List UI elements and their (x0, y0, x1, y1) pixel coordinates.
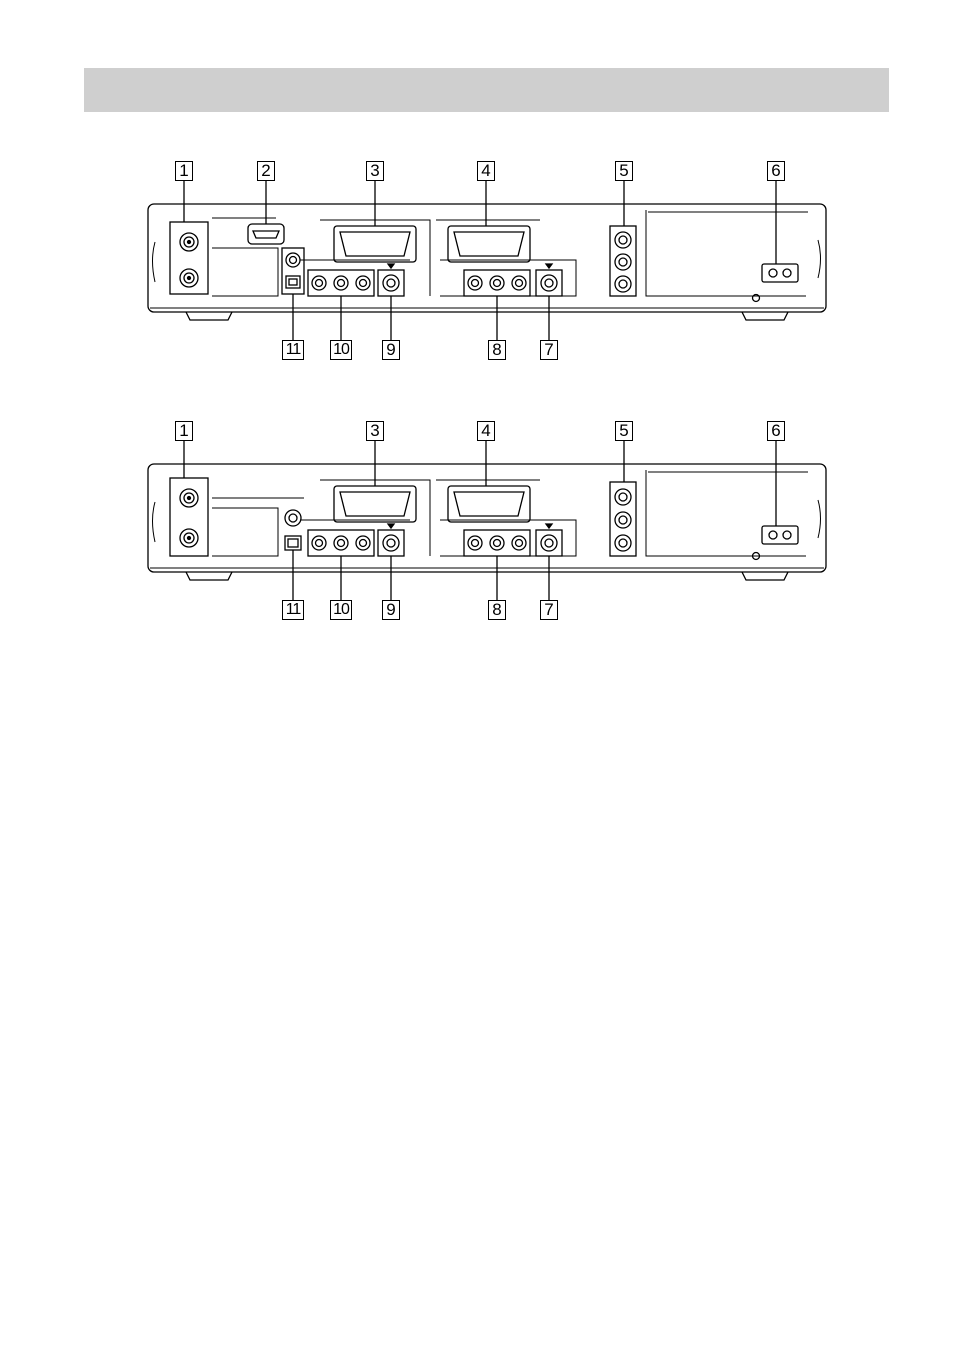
callout-11: 11 (282, 600, 304, 620)
s-video-in-frame (536, 530, 562, 556)
rca-jack-icon (285, 510, 301, 526)
s-video-jack-icon (541, 535, 557, 551)
callout-6: 6 (767, 421, 785, 441)
s-video-jack-icon (541, 275, 557, 291)
callout-9: 9 (382, 600, 400, 620)
rca-jack-icon (312, 276, 326, 290)
rca-jack-icon (615, 276, 631, 292)
callout-4: 4 (477, 421, 495, 441)
rear-panel-diagram-without-hdmi: 1 3 4 5 6 11 10 9 8 7 (0, 420, 954, 620)
s-video-in-frame (536, 270, 562, 296)
left-foot (186, 312, 232, 320)
right-foot (742, 572, 788, 580)
callout-8: 8 (488, 340, 506, 360)
callout-11: 11 (282, 340, 304, 360)
ac-inlet-icon (762, 264, 798, 282)
coax-connector-icon (180, 233, 198, 251)
callout-3: 3 (366, 161, 384, 181)
right-foot (742, 312, 788, 320)
rca-jack-icon (490, 536, 504, 550)
optical-port-icon (285, 536, 301, 550)
scart-connector-icon (334, 226, 416, 262)
antenna-group-frame (170, 478, 208, 556)
callout-5: 5 (615, 421, 633, 441)
line-out-frame (308, 530, 374, 556)
rca-jack-icon (512, 276, 526, 290)
rca-jack-icon (356, 536, 370, 550)
s-video-out-frame (378, 530, 404, 556)
rca-jack-icon (286, 253, 300, 267)
line-in-frame (464, 530, 530, 556)
callout-10: 10 (330, 600, 352, 620)
coax-connector-icon (180, 529, 198, 547)
rca-jack-icon (615, 535, 631, 551)
callout-7: 7 (540, 340, 558, 360)
callout-10: 10 (330, 340, 352, 360)
rca-jack-icon (334, 276, 348, 290)
rca-jack-icon (334, 536, 348, 550)
optical-port-icon (286, 276, 300, 288)
rca-jack-icon (490, 276, 504, 290)
coax-connector-icon (180, 489, 198, 507)
s-video-jack-icon (383, 275, 399, 291)
s-video-jack-icon (383, 535, 399, 551)
rca-jack-icon (615, 512, 631, 528)
line-out-frame (308, 270, 374, 296)
rca-jack-icon (512, 536, 526, 550)
rear-panel-drawing (0, 160, 954, 360)
callout-1: 1 (175, 161, 193, 181)
scart-connector-icon (334, 486, 416, 522)
rear-panel-diagram-with-hdmi: 1 2 3 4 5 6 11 10 9 8 7 (0, 160, 954, 360)
ac-inlet-icon (762, 526, 798, 544)
hdmi-port-icon (248, 224, 284, 244)
callout-3: 3 (366, 421, 384, 441)
line-in-frame (464, 270, 530, 296)
callout-6: 6 (767, 161, 785, 181)
rca-jack-icon (615, 489, 631, 505)
rca-jack-icon (615, 232, 631, 248)
callout-4: 4 (477, 161, 495, 181)
rca-jack-icon (615, 254, 631, 270)
scart-connector-icon (448, 226, 530, 262)
rca-jack-icon (356, 276, 370, 290)
left-foot (186, 572, 232, 580)
rca-jack-icon (468, 536, 482, 550)
scart-connector-icon (448, 486, 530, 522)
rear-panel-drawing (0, 420, 954, 620)
coax-connector-icon (180, 269, 198, 287)
callout-5: 5 (615, 161, 633, 181)
s-video-out-frame (378, 270, 404, 296)
rca-jack-icon (312, 536, 326, 550)
section-header-bar (84, 68, 889, 112)
callout-8: 8 (488, 600, 506, 620)
callout-9: 9 (382, 340, 400, 360)
rca-jack-icon (468, 276, 482, 290)
callout-2: 2 (257, 161, 275, 181)
digital-audio-frame (282, 248, 304, 294)
callout-1: 1 (175, 421, 193, 441)
callout-7: 7 (540, 600, 558, 620)
